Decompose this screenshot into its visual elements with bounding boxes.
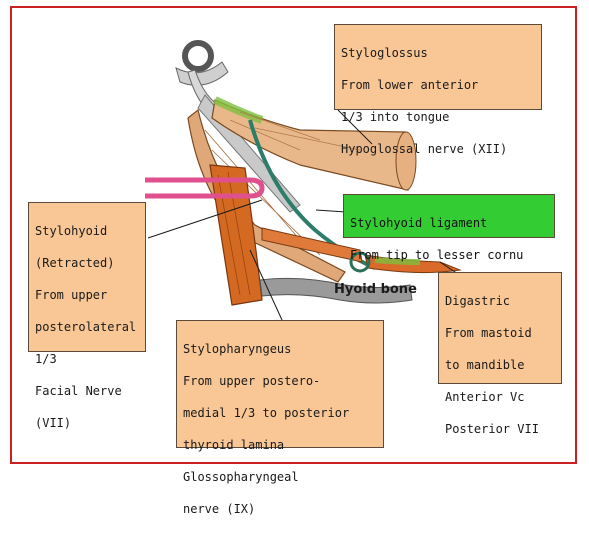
hyoid-bone-label: Hyoid bone <box>334 282 417 297</box>
stylohyoid-ligament-label: Stylohyoid ligament From tip to lesser c… <box>343 194 555 238</box>
stylohyoid-nerve-number: (VII) <box>35 415 139 431</box>
stylohyoid-origin-1: From upper <box>35 287 139 303</box>
stylohyoid-ligament-title: Stylohyoid ligament <box>350 215 548 231</box>
digastric-anterior-nerve: Anterior Vc <box>445 389 555 405</box>
digastric-posterior-nerve: Posterior VII <box>445 421 555 437</box>
stylopharyngeus-label: Stylopharyngeus From upper postero- medi… <box>176 320 384 448</box>
stylohyoid-nerve: Facial Nerve <box>35 383 139 399</box>
styloglossus-nerve: Hypoglossal nerve (XII) <box>341 141 535 157</box>
stylohyoid-origin-3: 1/3 <box>35 351 139 367</box>
stylopharyngeus-title: Stylopharyngeus <box>183 341 377 357</box>
stylohyoid-ligament-attachment: From tip to lesser cornu <box>350 247 548 263</box>
stylopharyngeus-origin-1: From upper postero- <box>183 373 377 389</box>
stylohyoid-state: (Retracted) <box>35 255 139 271</box>
styloglossus-insertion: 1/3 into tongue <box>341 109 535 125</box>
stylohyoid-origin-2: posterolateral <box>35 319 139 335</box>
stylopharyngeus-nerve-number: nerve (IX) <box>183 501 377 517</box>
styloglossus-origin: From lower anterior <box>341 77 535 93</box>
styloglossus-title: Styloglossus <box>341 45 535 61</box>
stylopharyngeus-insertion: thyroid lamina <box>183 437 377 453</box>
stylopharyngeus-muscle <box>210 165 262 305</box>
styloglossus-label: Styloglossus From lower anterior 1/3 int… <box>334 24 542 110</box>
stylohyoid-title: Stylohyoid <box>35 223 139 239</box>
stylopharyngeus-nerve: Glossopharyngeal <box>183 469 377 485</box>
digastric-label: Digastric From mastoid to mandible Anter… <box>438 272 562 384</box>
stylopharyngeus-origin-2: medial 1/3 to posterior <box>183 405 377 421</box>
stylohyoid-label: Stylohyoid (Retracted) From upper poster… <box>28 202 146 352</box>
digastric-insertion: to mandible <box>445 357 555 373</box>
digastric-origin: From mastoid <box>445 325 555 341</box>
digastric-title: Digastric <box>445 293 555 309</box>
